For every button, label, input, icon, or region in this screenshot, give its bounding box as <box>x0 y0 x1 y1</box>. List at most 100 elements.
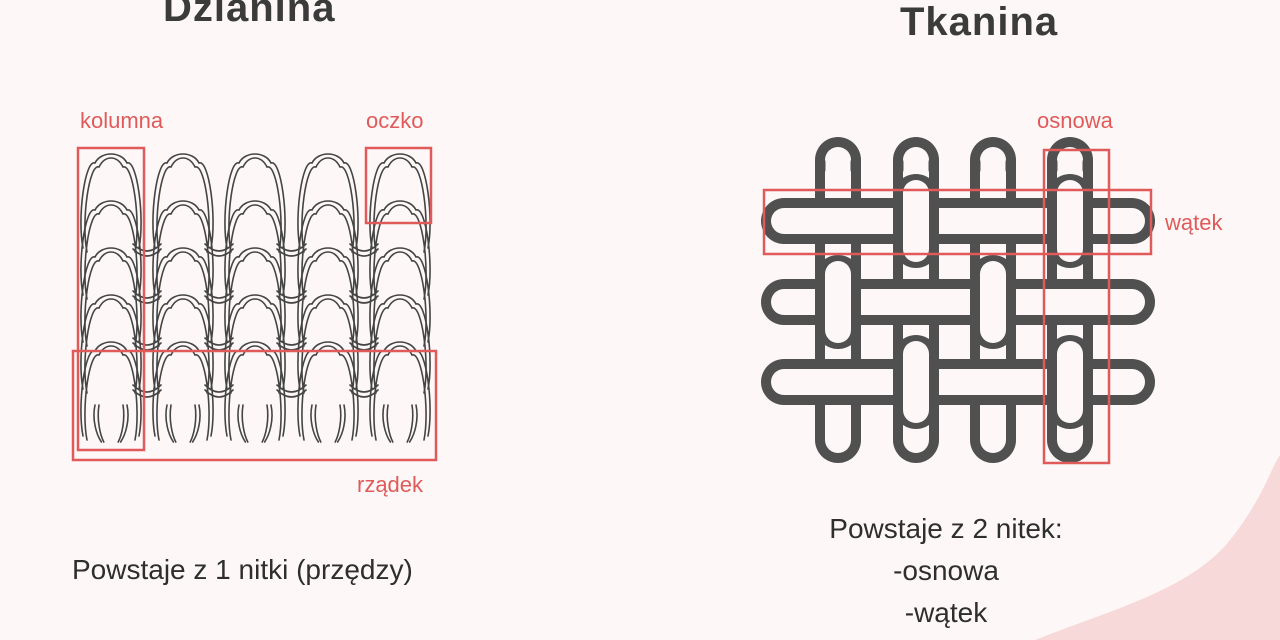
knit-loop-stroke <box>84 157 138 253</box>
knit-tail-stroke <box>191 404 201 443</box>
knit-tail-stroke <box>237 404 247 443</box>
knit-loop-stroke <box>373 298 427 394</box>
column-label: kolumna <box>80 108 164 133</box>
knit-arc-stroke <box>349 389 379 398</box>
knit-arc-stroke <box>204 290 234 299</box>
knit-loop-stroke <box>80 247 142 343</box>
knit-arc-stroke <box>349 295 379 304</box>
knit-loop-stroke <box>80 200 142 296</box>
knit-tail-stroke <box>382 404 392 443</box>
knit-arc-stroke <box>349 248 379 257</box>
knit-tail-stroke <box>189 404 197 443</box>
weft-highlight-box <box>762 188 1153 256</box>
knit-arc-stroke <box>132 384 162 393</box>
knit-loop-stroke <box>224 153 286 249</box>
knit-loop-stroke <box>152 200 214 296</box>
weave-title: Tkanina <box>900 0 1059 44</box>
knit-tail-stroke <box>119 404 129 443</box>
knit-tail-stroke <box>406 404 414 443</box>
knit-tail-stroke <box>261 404 269 443</box>
knit-arc-stroke <box>204 389 234 398</box>
knit-arc-stroke <box>276 389 307 398</box>
knit-loop-stroke <box>373 345 427 441</box>
knit-arc-stroke <box>132 295 162 304</box>
knit-loop-stroke <box>152 341 214 437</box>
knit-loop-stroke <box>224 200 286 296</box>
knit-arc-stroke <box>276 248 307 257</box>
knit-arc-stroke <box>276 337 307 346</box>
loop-label: oczko <box>366 108 424 133</box>
knit-tail-stroke <box>93 404 103 443</box>
knit-arc-stroke <box>132 337 162 346</box>
knit-loop-stroke <box>297 247 359 343</box>
knit-loop-stroke <box>152 294 214 390</box>
knit-loop-stroke <box>301 157 355 253</box>
knit-arc-stroke <box>204 295 234 304</box>
knit-loop-stroke <box>228 204 282 300</box>
knit-loop-stroke <box>297 153 359 249</box>
knit-loop-stroke <box>297 200 359 296</box>
knit-loop-stroke <box>84 298 138 394</box>
knit-loop-stroke <box>369 247 431 343</box>
knit-arc-stroke <box>132 389 162 398</box>
knit-loop-stroke <box>301 204 355 300</box>
knit-loop-stroke <box>369 341 431 437</box>
knit-tail-stroke <box>336 404 346 443</box>
knit-tail-stroke <box>117 404 125 443</box>
knit-loop-stroke <box>156 345 210 441</box>
column-highlight-box <box>76 146 146 452</box>
knit-arc-stroke <box>349 337 379 346</box>
knit-tail-stroke <box>169 404 177 443</box>
knit-loop-stroke <box>373 204 427 300</box>
knit-loop-stroke <box>297 294 359 390</box>
knit-arc-stroke <box>132 243 162 252</box>
knit-loop-stroke <box>156 251 210 347</box>
knit-tail-stroke <box>263 404 273 443</box>
knit-arc-stroke <box>204 243 234 252</box>
knit-loop-stroke <box>152 247 214 343</box>
row-highlight-box <box>71 349 438 462</box>
weave-caption-line-1: Powstaje z 2 nitek: <box>829 513 1063 544</box>
weave-threads <box>761 137 1155 463</box>
weave-caption-line-2: -osnowa <box>893 555 999 586</box>
knit-title: Dzianina <box>163 0 336 30</box>
knit-loop-stroke <box>156 157 210 253</box>
loop-highlight-box <box>364 146 433 225</box>
knit-arc-stroke <box>276 295 307 304</box>
knit-arc-stroke <box>349 384 379 393</box>
knit-loop-stroke <box>224 341 286 437</box>
knit-arc-stroke <box>276 384 307 393</box>
knit-loop-stroke <box>80 153 142 249</box>
knit-loop-stroke <box>297 341 359 437</box>
knit-tail-stroke <box>310 404 320 443</box>
weave-caption: Powstaje z 2 nitek: -osnowa -wątek <box>804 508 1088 634</box>
knit-arc-stroke <box>349 243 379 252</box>
knit-loop-stroke <box>369 200 431 296</box>
knit-arc-stroke <box>349 290 379 299</box>
knit-loop-stroke <box>369 294 431 390</box>
knit-loop-stroke <box>156 298 210 394</box>
knit-tail-stroke <box>97 404 105 443</box>
knit-loop-stroke <box>84 251 138 347</box>
row-label: rządek <box>357 472 424 497</box>
knit-tail-stroke <box>165 404 175 443</box>
knit-loops <box>80 153 431 443</box>
knit-loop-stroke <box>373 251 427 347</box>
knit-tail-stroke <box>386 404 394 443</box>
knit-loop-stroke <box>228 157 282 253</box>
knit-tail-stroke <box>408 404 418 443</box>
knit-loop-stroke <box>228 251 282 347</box>
knit-caption: Powstaje z 1 nitki (przędzy) <box>72 554 413 585</box>
weave-caption-line-3: -wątek <box>904 597 988 628</box>
knit-loop-stroke <box>152 153 214 249</box>
knit-arc-stroke <box>132 248 162 257</box>
knit-loop-stroke <box>80 294 142 390</box>
warp-label: osnowa <box>1037 108 1113 133</box>
knit-arc-stroke <box>276 243 307 252</box>
knit-loop-stroke <box>156 204 210 300</box>
knit-arc-stroke <box>276 290 307 299</box>
knit-tail-stroke <box>334 404 342 443</box>
